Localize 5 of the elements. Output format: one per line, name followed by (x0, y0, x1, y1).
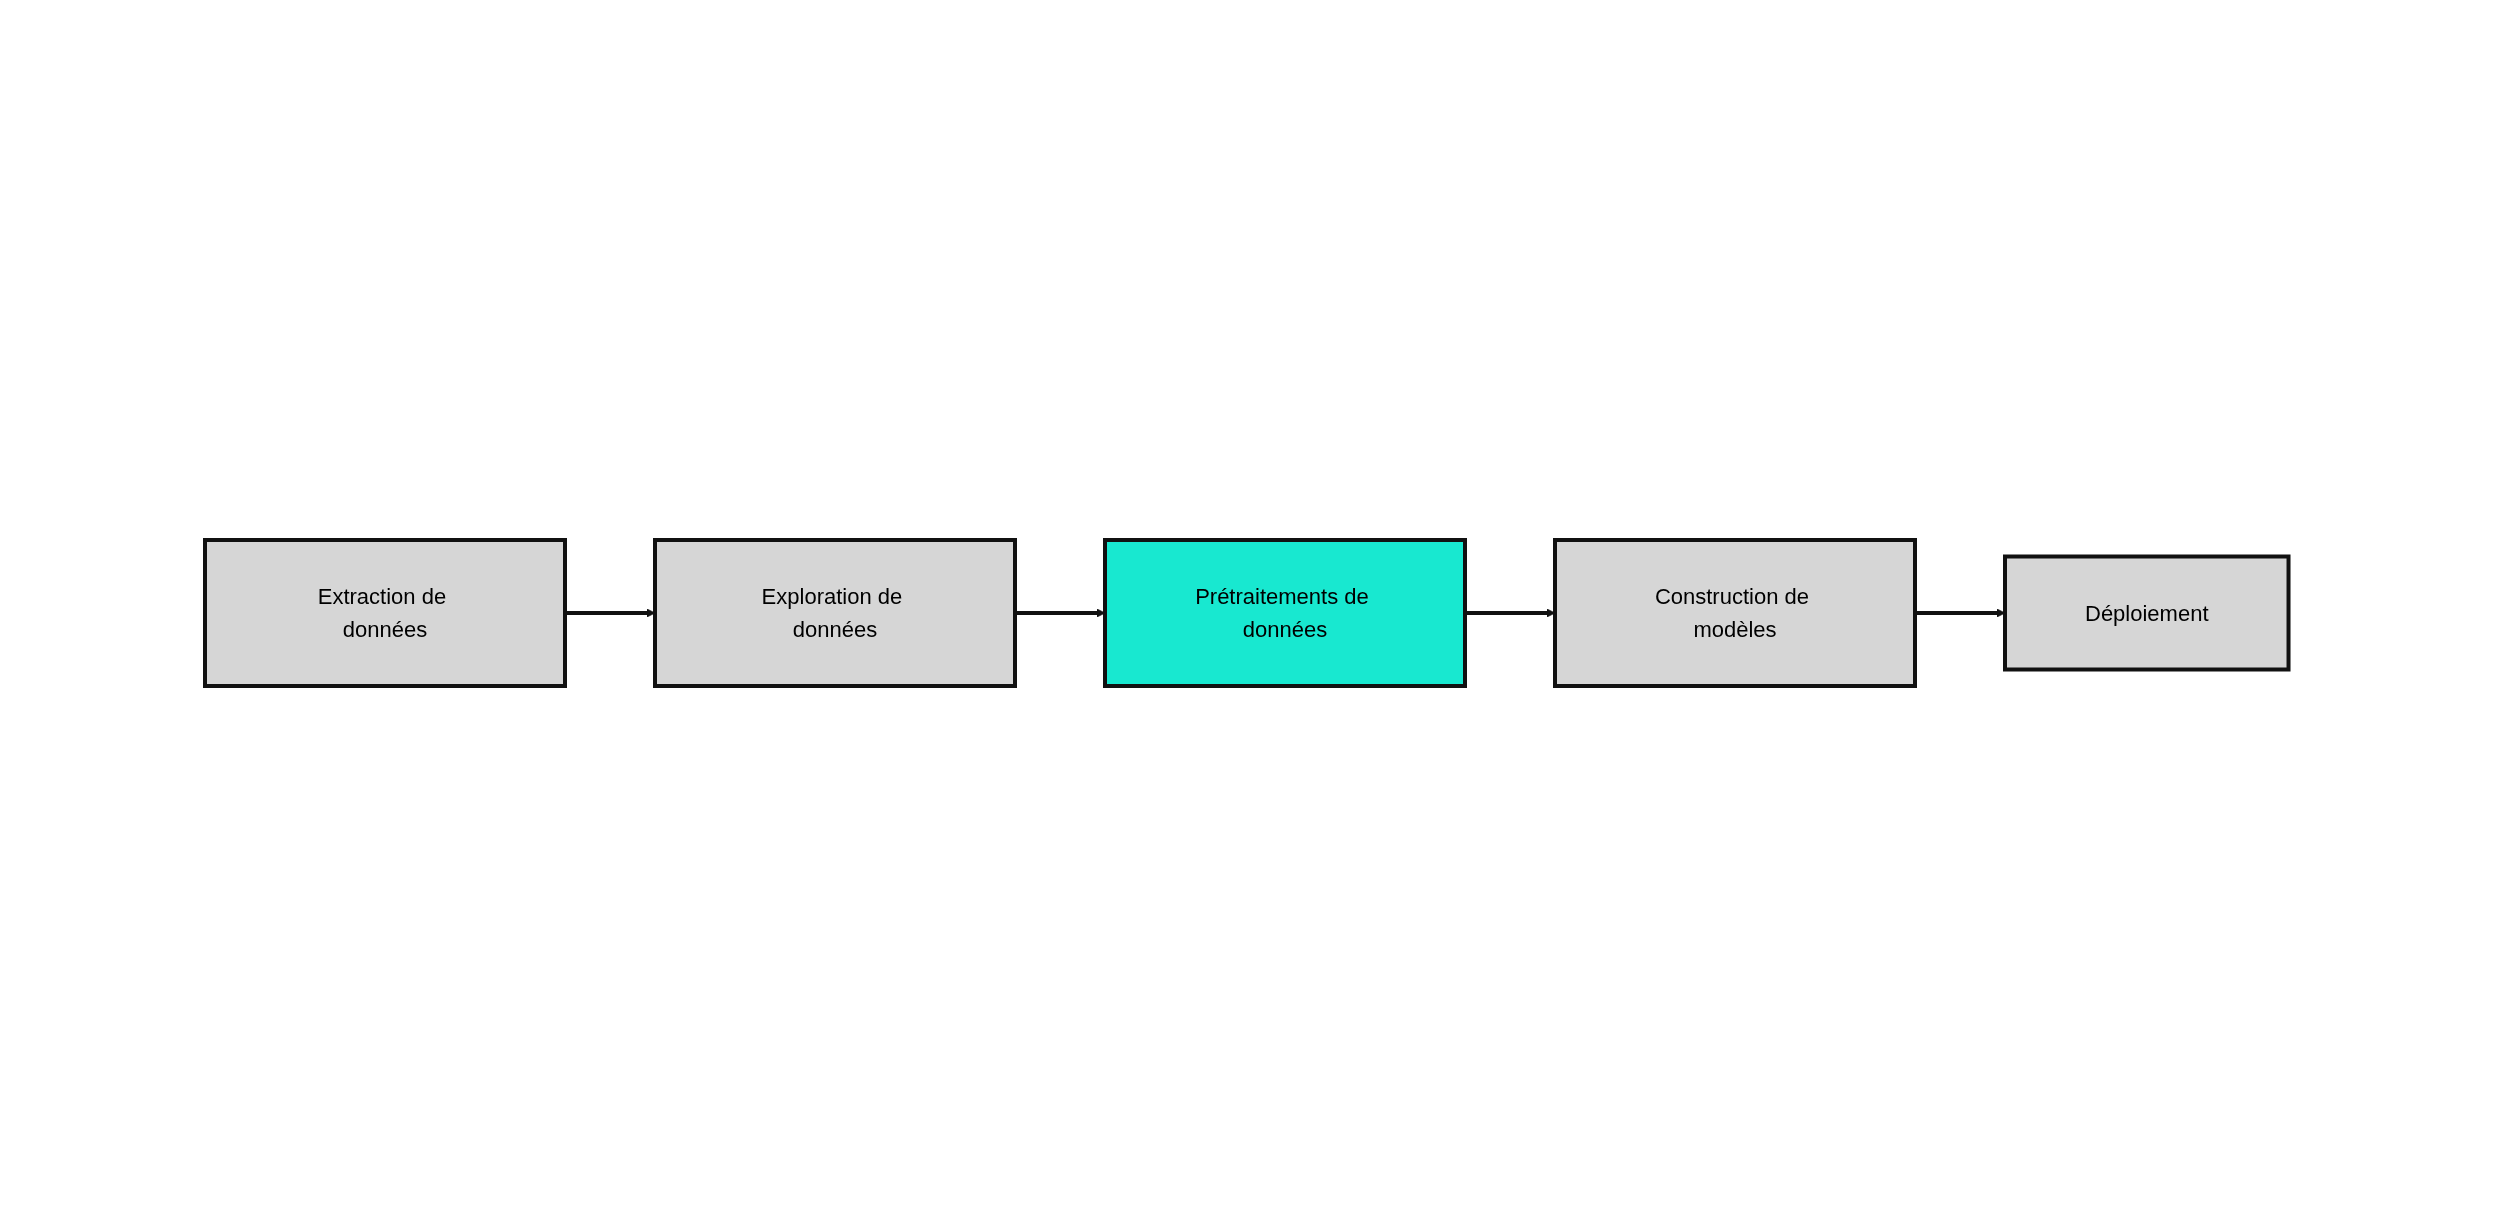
node-box: Déploiement (2002, 554, 2291, 672)
node-box: Prétraitements de données (1102, 538, 1467, 688)
node-box: Construction de modèles (1552, 538, 1917, 688)
node-box: Exploration de données (652, 538, 1017, 688)
node-box: Extraction de données (202, 538, 567, 688)
